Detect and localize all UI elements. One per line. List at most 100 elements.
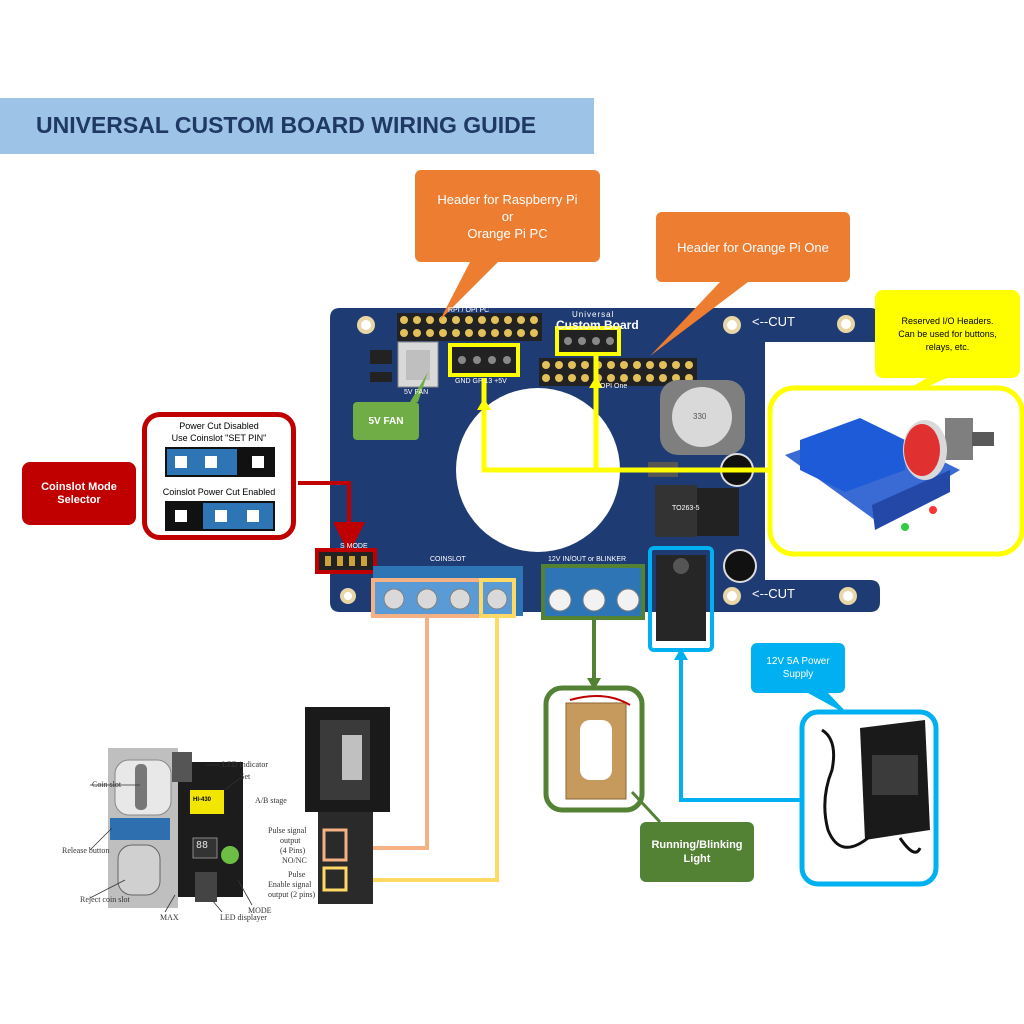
- label-reject-coin-slot: Reject coin slot: [80, 895, 130, 904]
- header-pin: [607, 374, 615, 382]
- jumper-disabled-line2: Use Coinslot "SET PIN": [171, 433, 267, 443]
- pcb-custom-board-label: Custom Board: [556, 318, 639, 332]
- capacitor: [723, 549, 757, 583]
- callout-power-line2: Supply: [782, 669, 814, 680]
- header-pin: [400, 329, 408, 337]
- header-pin: [607, 361, 615, 369]
- header-pin: [452, 316, 460, 324]
- header-pin: [633, 361, 641, 369]
- callout-power-supply: 12V 5A Power Supply: [751, 643, 845, 693]
- power-adapter: [821, 720, 930, 854]
- header-pin: [672, 361, 680, 369]
- header-pin: [568, 374, 576, 382]
- header-pin: [504, 316, 512, 324]
- header-pin: [530, 329, 538, 337]
- header-pin: [439, 316, 447, 324]
- pcb-universal-label: Universal: [572, 310, 615, 319]
- header-pin: [530, 316, 538, 324]
- callout-power-line1: 12V 5A Power: [766, 656, 830, 667]
- cut-label-top: <--CUT: [752, 314, 795, 329]
- label-nonc: NO/NC: [282, 856, 307, 865]
- header-pin: [646, 374, 654, 382]
- jumper-disabled-line1: Power Cut Disabled: [179, 421, 259, 431]
- label-mode: MODE: [248, 906, 272, 915]
- pcb-fan-label: 5V FAN: [404, 389, 429, 396]
- pcb-io-label: 12V IN/OUT or BLINKER: [548, 556, 627, 563]
- header-pin: [646, 361, 654, 369]
- header-pin: [659, 361, 667, 369]
- callout-rpi-header-line2: or: [501, 208, 514, 224]
- callout-running-line1: Running/Blinking: [651, 839, 743, 851]
- header-pin: [581, 361, 589, 369]
- regulator: [655, 485, 697, 537]
- header-pin: [542, 361, 550, 369]
- header-pin: [400, 316, 408, 324]
- coin-display: 88: [196, 840, 209, 851]
- header-pin: [633, 374, 641, 382]
- header-pin: [620, 361, 628, 369]
- header-pin: [439, 329, 447, 337]
- callout-coinslot-mode-line1: Coinslot Mode: [41, 480, 117, 493]
- callout-running-light: Running/Blinking Light: [640, 822, 754, 882]
- callout-reserved-line1: Reserved I/O Headers.: [901, 315, 994, 326]
- header-pin: [504, 329, 512, 337]
- callout-rpi-header-line3: Orange Pi PC: [467, 225, 548, 241]
- label-enable-3: output (2 pins): [268, 890, 316, 899]
- coin-acceptor-side: [305, 707, 390, 904]
- header-pin: [491, 329, 499, 337]
- header-pin: [555, 361, 563, 369]
- callout-opi-one-header: Header for Orange Pi One: [656, 212, 850, 282]
- callout-rpi-header: Header for Raspberry Pi or Orange Pi PC: [415, 170, 600, 262]
- callout-running-line2: Light: [683, 853, 711, 865]
- label-max: MAX: [160, 913, 179, 922]
- label-ab-stage: A/B stage: [255, 796, 287, 805]
- jumper-enabled-label: Coinslot Power Cut Enabled: [162, 487, 276, 497]
- jumper-enabled-pins: [165, 501, 275, 531]
- label-enable-2: Enable signal: [268, 880, 312, 889]
- rpi-header-pins: [397, 313, 542, 341]
- title-bar: [0, 98, 594, 154]
- header-pin: [478, 329, 486, 337]
- header-pin: [426, 316, 434, 324]
- callout-reserved-io: Reserved I/O Headers. Can be used for bu…: [875, 290, 1020, 378]
- pcb-opi-one-label: OPI One: [600, 383, 628, 390]
- header-pin: [555, 374, 563, 382]
- callout-fan: 5V FAN: [353, 402, 419, 440]
- label-pulse-output-1: Pulse signal: [268, 826, 307, 835]
- pcb-coinslot-label: COINSLOT: [430, 556, 466, 563]
- header-pin: [568, 361, 576, 369]
- label-coin-slot: Coin slot: [92, 780, 122, 789]
- header-pin: [413, 329, 421, 337]
- callout-reserved-line2: Can be used for buttons,: [898, 328, 997, 339]
- coin-brand: HI-430: [193, 797, 212, 803]
- jumper-disabled-pins: [165, 447, 275, 477]
- pcb-mode-label: S MODE: [340, 543, 368, 550]
- pcb-regulator-label: TO263-5: [672, 505, 700, 512]
- pcb-rpi-header-label: RPI / OPI PC: [448, 307, 490, 314]
- label-pulse-output-3: (4 Pins): [280, 846, 306, 855]
- header-pin: [491, 316, 499, 324]
- header-pin: [517, 316, 525, 324]
- cut-label-bottom: <--CUT: [752, 586, 795, 601]
- header-pin: [413, 316, 421, 324]
- pcb-inductor-label: 330: [693, 412, 707, 421]
- callout-rpi-header-line1: Header for Raspberry Pi: [437, 191, 578, 207]
- label-pulse-output-2: output: [280, 836, 301, 845]
- header-pin: [465, 329, 473, 337]
- callout-coinslot-mode: Coinslot Mode Selector: [22, 462, 136, 525]
- opi-one-header-pins: [539, 358, 697, 386]
- label-led-indicator: LED indicator: [222, 760, 268, 769]
- header-pin: [426, 329, 434, 337]
- label-set: Set: [240, 772, 251, 781]
- header-pin: [478, 316, 486, 324]
- header-pin: [452, 329, 460, 337]
- pcb-gnd-label: GND GP 13 +5V: [455, 378, 507, 385]
- header-pin: [517, 329, 525, 337]
- label-release-button: Release button: [62, 846, 110, 855]
- callout-reserved-line3: relays, etc.: [925, 341, 970, 352]
- header-pin: [581, 374, 589, 382]
- label-led-displayer: LED displayer: [220, 913, 267, 922]
- page-title: UNIVERSAL CUSTOM BOARD WIRING GUIDE: [36, 112, 537, 138]
- header-pin: [659, 374, 667, 382]
